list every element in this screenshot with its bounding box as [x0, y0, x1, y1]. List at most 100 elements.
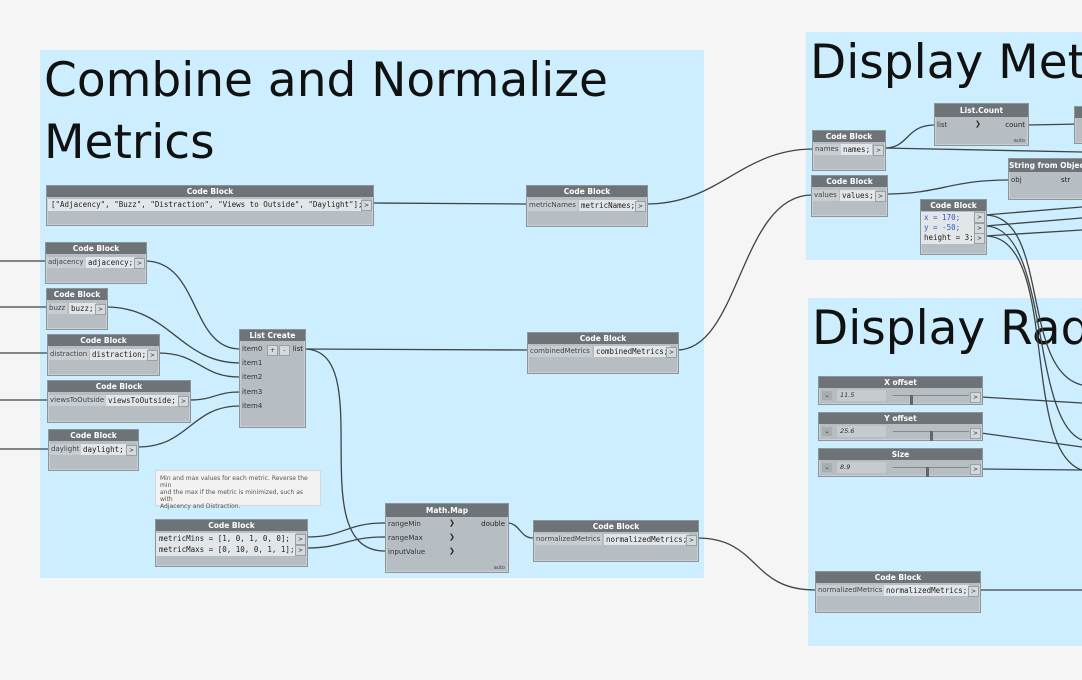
code-block-min-max[interactable]: Code Block metricMins = [1, 0, 1, 0, 0];… — [155, 519, 308, 567]
output-port[interactable]: > — [974, 212, 985, 223]
code-text[interactable]: adjacency; — [86, 257, 136, 268]
code-line[interactable]: height = 3; — [921, 232, 975, 244]
output-port[interactable]: > — [968, 586, 979, 597]
code-block-position[interactable]: Code Block x = 170; y = -50; height = 3;… — [920, 199, 987, 255]
output-port[interactable]: > — [295, 534, 306, 545]
input-port-label[interactable]: adjacency — [46, 257, 86, 268]
output-port[interactable]: > — [134, 258, 145, 269]
slider-thumb[interactable] — [909, 395, 913, 405]
math-map-node[interactable]: Math.Map rangeMin ❯ rangeMax ❯ inputValu… — [385, 503, 509, 573]
slider-thumb[interactable] — [930, 431, 934, 441]
code-text[interactable]: ["Adjacency", "Buzz", "Distraction", "Vi… — [48, 199, 363, 211]
slider-thumb[interactable] — [925, 467, 929, 477]
output-port[interactable]: > — [147, 350, 158, 361]
input-port-label[interactable]: normalizedMetrics — [816, 585, 885, 596]
input-port-label[interactable]: values — [812, 190, 839, 201]
input-port-item3[interactable]: item3 — [242, 388, 263, 396]
input-port-label[interactable]: metricNames — [527, 200, 578, 211]
output-port[interactable]: > — [635, 201, 646, 212]
code-text[interactable]: names; — [841, 144, 873, 155]
input-port-item1[interactable]: item1 — [242, 359, 263, 367]
code-text[interactable]: distraction; — [90, 349, 149, 360]
remove-input-button[interactable]: - — [279, 345, 290, 356]
string-from-object-node[interactable]: String from Object obj str — [1008, 158, 1082, 200]
code-block-adjacency[interactable]: Code Block adjacency adjacency; > — [45, 242, 147, 284]
slider-value[interactable]: 25.6 — [837, 426, 886, 437]
output-port[interactable]: > — [875, 191, 886, 202]
input-port-obj[interactable]: obj — [1011, 176, 1022, 184]
input-port-item0[interactable]: item0 — [242, 345, 263, 353]
output-port[interactable]: > — [95, 304, 106, 315]
input-port-label[interactable]: viewsToOutside — [48, 395, 107, 406]
code-line[interactable]: metricMaxs = [0, 10, 0, 1, 1]; — [156, 544, 296, 556]
input-port-rangemin[interactable]: rangeMin — [388, 520, 421, 528]
output-port[interactable]: > — [970, 464, 981, 475]
output-port[interactable]: > — [666, 347, 677, 358]
input-port-item2[interactable]: item2 — [242, 373, 263, 381]
output-port-double[interactable]: double — [481, 520, 505, 528]
code-block-names[interactable]: Code Block names names; > — [812, 130, 886, 171]
slider-track[interactable] — [893, 467, 969, 477]
code-line[interactable]: metricMins = [1, 0, 1, 0, 0]; — [156, 533, 296, 545]
note-min-max[interactable]: Min and max values for each metric. Reve… — [155, 470, 321, 510]
output-port-list[interactable]: list — [292, 345, 303, 353]
input-port-rangemax[interactable]: rangeMax — [388, 534, 423, 542]
input-port-list[interactable]: list — [937, 121, 948, 129]
chevron-down-icon[interactable]: ⌄ — [822, 463, 832, 472]
slider-track[interactable] — [893, 431, 969, 441]
input-port-item4[interactable]: item4 — [242, 402, 263, 410]
code-block-distraction[interactable]: Code Block distraction distraction; > — [47, 334, 160, 376]
code-text[interactable]: viewsToOutside; — [106, 395, 178, 406]
code-line[interactable]: x = 170; — [921, 212, 975, 224]
code-line[interactable]: y = -50; — [921, 222, 975, 234]
output-port[interactable]: > — [686, 535, 697, 546]
input-port-label[interactable]: combinedMetrics — [528, 346, 592, 357]
input-port-label[interactable]: buzz — [47, 303, 68, 314]
output-port[interactable]: > — [126, 445, 137, 456]
list-create-node[interactable]: List Create item0 + - item1 item2 item3 … — [239, 329, 306, 428]
code-block-values[interactable]: Code Block values values; > — [811, 175, 888, 217]
code-text[interactable]: combinedMetrics; — [594, 346, 671, 357]
slider-value[interactable]: 8.9 — [837, 462, 886, 473]
output-port[interactable]: > — [295, 545, 306, 556]
slider-y-offset[interactable]: Y offset ⌄ 25.6 > — [818, 412, 983, 441]
code-text[interactable]: daylight; — [81, 444, 126, 455]
code-block-views-to-outside[interactable]: Code Block viewsToOutside viewsToOutside… — [47, 380, 191, 423]
input-port-inputvalue[interactable]: inputValue — [388, 548, 426, 556]
output-port-count[interactable]: count — [1005, 121, 1025, 129]
code-text[interactable]: normalizedMetrics; — [604, 534, 690, 545]
code-block-combined-metrics[interactable]: Code Block combinedMetrics combinedMetri… — [527, 332, 679, 374]
group-combine-normalize[interactable]: Combine and Normalize Metrics — [40, 50, 704, 578]
code-block-daylight[interactable]: Code Block daylight daylight; > — [48, 429, 139, 471]
slider-value[interactable]: 11.5 — [837, 390, 886, 401]
wire — [305, 522, 386, 538]
add-input-button[interactable]: + — [267, 345, 278, 356]
code-text[interactable]: normalizedMetrics; — [884, 585, 970, 596]
code-text[interactable]: buzz; — [69, 303, 96, 314]
output-port[interactable]: > — [178, 396, 189, 407]
chevron-down-icon[interactable]: ⌄ — [822, 391, 832, 400]
output-port[interactable]: > — [970, 392, 981, 403]
code-block-normalized-metrics-radar[interactable]: Code Block normalizedMetrics normalizedM… — [815, 571, 981, 613]
slider-track[interactable] — [893, 395, 969, 405]
code-text[interactable]: values; — [840, 190, 876, 201]
output-port-str[interactable]: str — [1061, 176, 1071, 184]
output-port[interactable]: > — [970, 428, 981, 439]
code-text[interactable]: metricNames; — [579, 200, 638, 211]
partial-node[interactable] — [1074, 106, 1082, 144]
input-port-label[interactable]: normalizedMetrics — [534, 534, 603, 545]
list-count-node[interactable]: List.Count list ❯ count auto — [934, 103, 1029, 146]
chevron-down-icon[interactable]: ⌄ — [822, 427, 832, 436]
code-block-buzz[interactable]: Code Block buzz buzz; > — [46, 288, 108, 330]
output-port[interactable]: > — [873, 145, 884, 156]
input-port-label[interactable]: daylight — [49, 444, 82, 455]
output-port[interactable]: > — [974, 233, 985, 244]
code-block-metric-names-list[interactable]: Code Block ["Adjacency", "Buzz", "Distra… — [46, 185, 374, 226]
code-block-metric-names[interactable]: Code Block metricNames metricNames; > — [526, 185, 648, 227]
slider-size[interactable]: Size ⌄ 8.9 > — [818, 448, 983, 477]
output-port[interactable]: > — [361, 200, 372, 211]
slider-x-offset[interactable]: X offset ⌄ 11.5 > — [818, 376, 983, 405]
code-block-normalized-metrics[interactable]: Code Block normalizedMetrics normalizedM… — [533, 520, 699, 562]
input-port-label[interactable]: names — [813, 144, 841, 155]
input-port-label[interactable]: distraction — [48, 349, 90, 360]
